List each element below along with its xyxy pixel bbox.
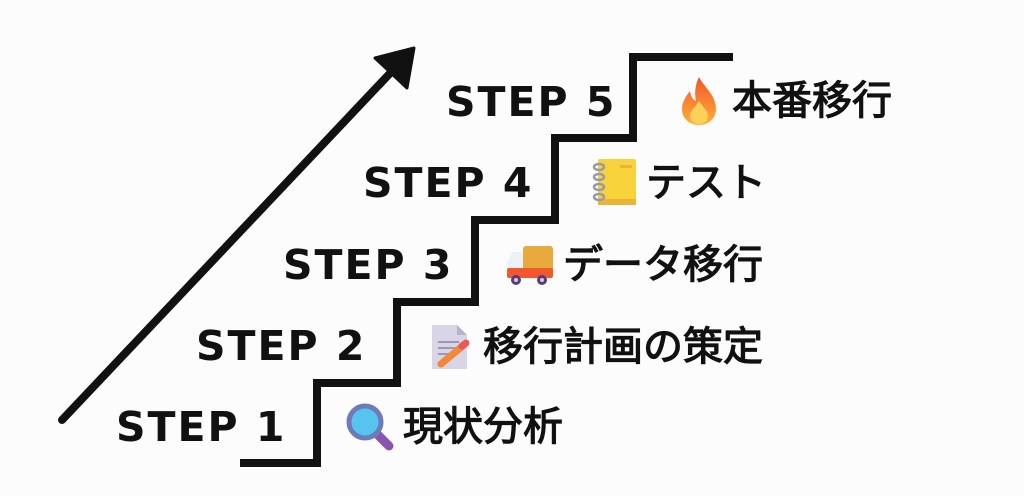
fire-icon [682, 77, 716, 125]
step-3-task: データ移行 [503, 240, 763, 290]
step-2-label: STEP 2 [196, 322, 367, 370]
step-4-task-label: テスト [646, 160, 766, 206]
memo-icon [432, 325, 470, 369]
step-2-task: 移行計画の策定 [425, 322, 763, 372]
growth-arrow-shaft [58, 64, 399, 424]
step-5-task-label: 本番移行 [732, 78, 892, 124]
step-4-label: STEP 4 [363, 159, 534, 207]
step-5-label: STEP 5 [446, 78, 617, 126]
step-5-task: 本番移行 [674, 75, 892, 127]
step-1-task: 現状分析 [345, 402, 563, 452]
step-1-task-label: 現状分析 [403, 404, 563, 450]
notebook-icon [592, 159, 636, 205]
growth-arrow-head [373, 46, 416, 90]
step-3-label: STEP 3 [283, 241, 454, 289]
magnifier-icon [346, 403, 394, 451]
staircase-line [240, 53, 733, 467]
step-3-task-label: データ移行 [563, 242, 763, 288]
step-2-task-label: 移行計画の策定 [483, 324, 763, 370]
step-1-label: STEP 1 [116, 403, 287, 451]
truck-icon [507, 246, 553, 285]
step-4-task: テスト [590, 157, 766, 209]
